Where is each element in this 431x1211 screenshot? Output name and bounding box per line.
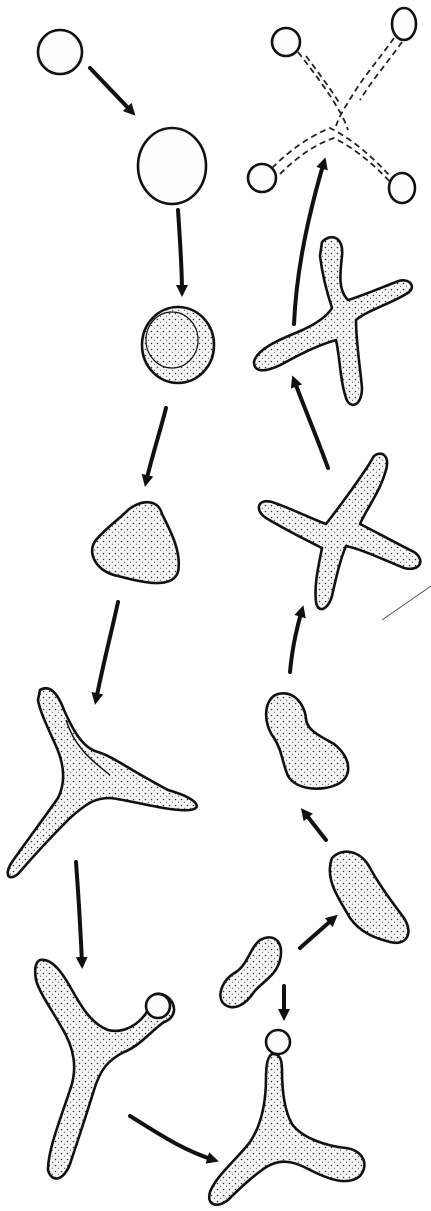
four-arm-cross-icon bbox=[254, 237, 412, 405]
arrow-12 bbox=[294, 162, 324, 324]
pear-blob-icon bbox=[266, 693, 348, 788]
dumbbell-small-icon bbox=[220, 937, 281, 1007]
four-spores-dashed-icon bbox=[248, 8, 416, 203]
elongated-blob-icon bbox=[330, 852, 409, 943]
arrow-1 bbox=[90, 68, 132, 112]
stippled-sphere-icon bbox=[142, 307, 214, 383]
arrows bbox=[76, 68, 334, 1160]
arrow-5 bbox=[76, 862, 82, 964]
arrow-8 bbox=[300, 918, 334, 948]
arrow-3 bbox=[146, 408, 166, 482]
four-arm-star-icon bbox=[259, 454, 431, 620]
triangular-blob-icon bbox=[92, 502, 179, 583]
large-sphere-icon bbox=[138, 128, 206, 204]
arrow-6 bbox=[130, 1116, 214, 1160]
small-sphere-icon bbox=[38, 30, 82, 74]
arrow-4 bbox=[96, 602, 118, 700]
three-arm-knobbed-cell-icon bbox=[209, 1030, 364, 1205]
arrow-9 bbox=[304, 812, 326, 840]
three-arm-budding-cell-icon bbox=[35, 960, 174, 1179]
arrow-10 bbox=[290, 610, 302, 672]
arrow-2 bbox=[178, 210, 182, 292]
three-arm-cell-icon bbox=[8, 688, 197, 877]
arrow-11 bbox=[294, 380, 328, 468]
